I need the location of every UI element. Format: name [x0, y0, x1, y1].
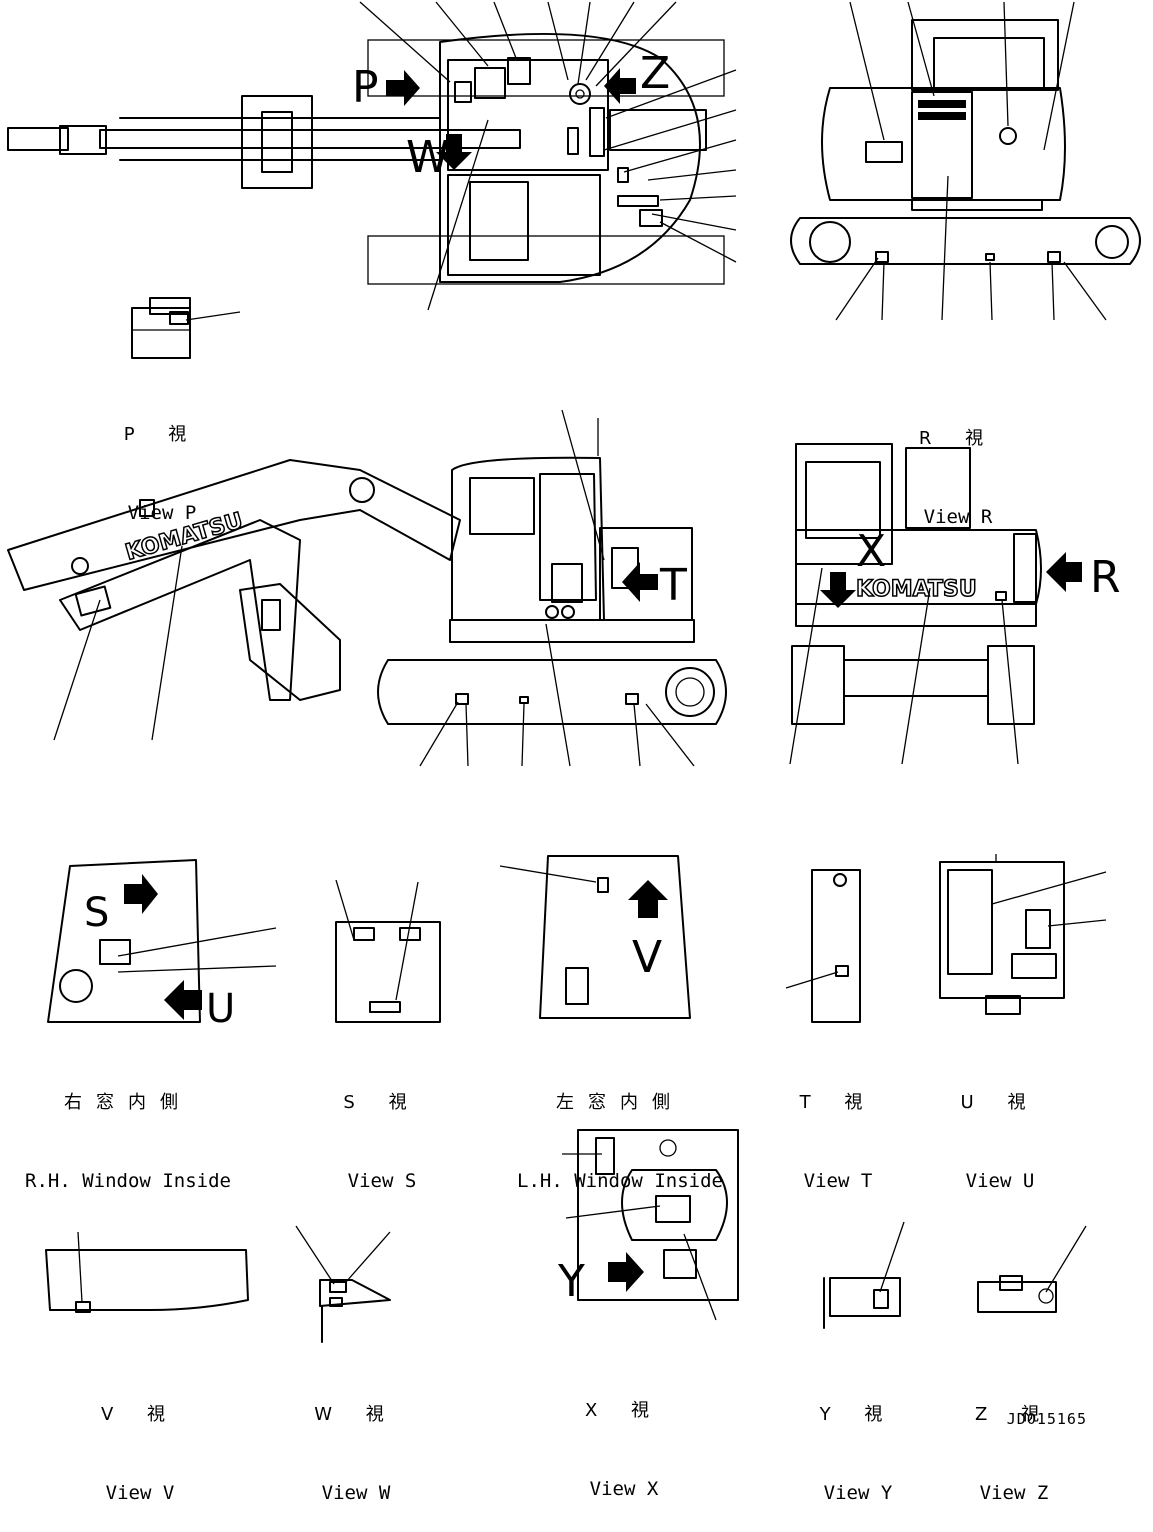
- svg-text:V: V: [632, 932, 662, 983]
- view-p-drawing: [131, 297, 241, 359]
- view-x-drawing: X KOMATSU R: [789, 443, 1121, 765]
- view-y-drawing: [823, 1221, 905, 1329]
- caption-view-s: S 視 View S: [343, 1092, 421, 1192]
- caption-lh-window-inside: 左窓内側 L.H. Window Inside: [517, 1092, 723, 1192]
- svg-text:X: X: [856, 526, 886, 577]
- caption-view-w: W 視 View W: [314, 1404, 398, 1504]
- view-u-drawing: [939, 854, 1107, 1015]
- view-s-drawing: [335, 879, 441, 1023]
- drawing-number: JD015165: [1006, 1410, 1087, 1428]
- caption-view-u: U 視 View U: [960, 1092, 1040, 1192]
- view-z-drawing: [977, 1225, 1087, 1313]
- caption-view-y: Y 視 View Y: [819, 1404, 897, 1504]
- svg-text:Z: Z: [640, 48, 670, 99]
- caption-view-v: V 視 View V: [100, 1404, 180, 1504]
- view-r-drawing: [790, 1, 1141, 321]
- view-t-drawing: [785, 869, 861, 1023]
- caption-view-t: T 視 View T: [799, 1092, 877, 1192]
- caption-view-z: Z 視 View Z: [974, 1404, 1054, 1504]
- svg-text:S: S: [84, 890, 109, 936]
- svg-text:KOMATSU: KOMATSU: [856, 577, 977, 602]
- view-v-drawing: [45, 1231, 249, 1313]
- caption-rh-window-inside: 右窓内側 R.H. Window Inside: [25, 1092, 231, 1192]
- view-w-drawing: [295, 1225, 391, 1343]
- svg-text:R: R: [1090, 552, 1121, 603]
- view-x-detail-drawing: Y: [557, 1129, 739, 1321]
- top-plan-view: P W Z: [7, 1, 737, 311]
- caption-view-x: X 視 View X: [584, 1400, 664, 1500]
- excavator-label-diagram: P W Z: [7, 1, 1141, 1343]
- svg-text:P: P: [352, 62, 379, 113]
- lh-window-inside-drawing: V: [499, 855, 691, 1019]
- rh-window-inside-drawing: S U: [47, 859, 277, 1032]
- caption-view-p: P 視 View P: [123, 424, 201, 524]
- parts-diagram-sheet: P W Z: [7, 1, 1141, 1504]
- svg-text:Y: Y: [557, 1256, 585, 1307]
- svg-text:T: T: [659, 560, 687, 611]
- side-view-drawing: KOMATSU T: [7, 409, 727, 767]
- caption-view-r: R 視 View R: [918, 428, 998, 528]
- svg-text:U: U: [206, 986, 235, 1032]
